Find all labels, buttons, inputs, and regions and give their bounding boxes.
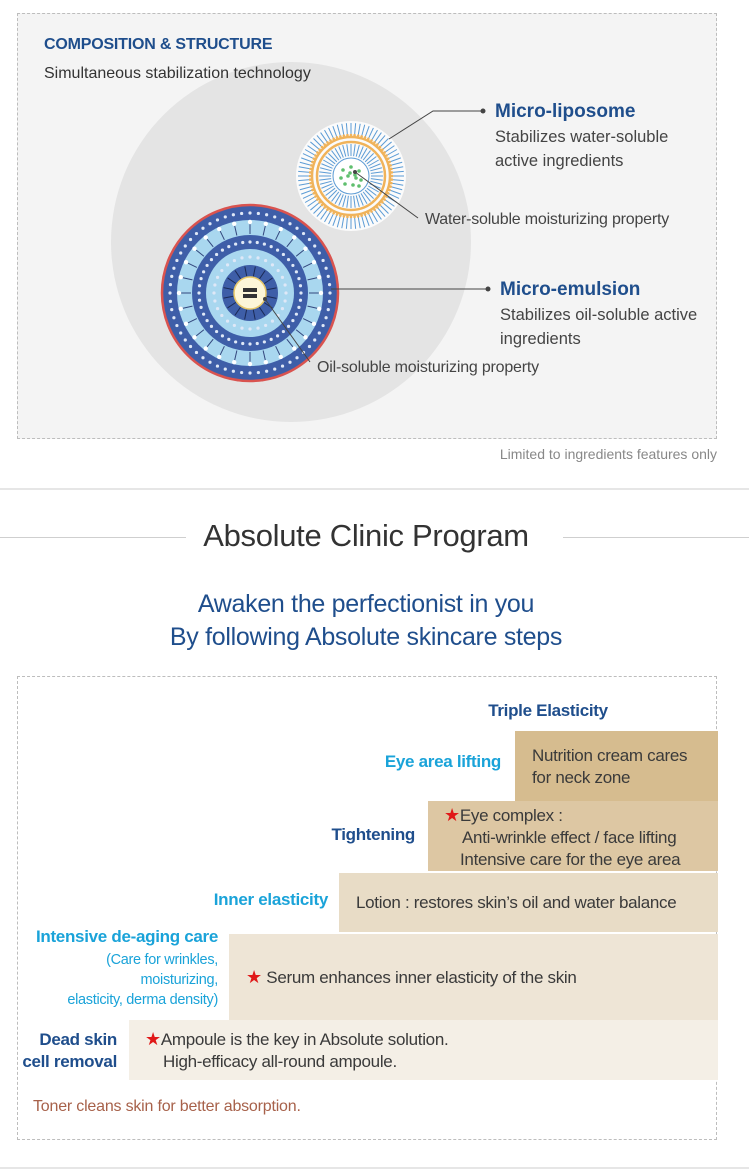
step-text: Intensive care for the eye area [460,850,681,869]
composition-subtitle: Simultaneous stabilization technology [44,65,311,82]
step-text: Ampoule is the key in Absolute solution. [160,1030,449,1049]
step-label-cell-removal: cell removal [22,1052,117,1071]
step-label-eye-area-lifting: Eye area lifting [384,752,501,771]
step-bar-eye-complex: ★Eye complex : Anti-wrinkle effect / fac… [428,801,718,871]
water-soluble-label: Water-soluble moisturizing property [425,211,670,228]
emulsion-description: Stabilizes oil-soluble active ingredient… [500,306,698,348]
triple-elasticity-label: Triple Elasticity [488,701,608,720]
step-label-intensive-de-aging: Intensive de-aging care [35,927,218,946]
step-bar-nutrition-cream: Nutrition cream cares for neck zone [515,731,718,801]
callout-lines [264,110,488,363]
step-label-inner-elasticity: Inner elasticity [213,890,329,909]
step-sublabel-2: moisturizing, [140,972,219,988]
step-text: Anti-wrinkle effect / face lifting [462,828,677,847]
liposome-title: Micro-liposome [495,101,636,122]
emulsion-title: Micro-emulsion [500,279,641,300]
bottom-divider [0,1167,749,1169]
composition-title: COMPOSITION & STRUCTURE [44,36,273,53]
heading-rule-right [563,537,749,538]
micro-liposome-graphic [296,121,406,231]
micro-emulsion-graphic [160,203,340,383]
step-text: Serum enhances inner elasticity of the s… [266,968,577,987]
tagline-line-1: Awaken the perfectionist in you [197,590,535,618]
disclaimer-text: Limited to ingredients features only [499,446,717,462]
toner-step-text: Toner cleans skin for better absorption. [33,1098,301,1115]
program-tagline: Awaken the perfectionist in you By follo… [0,588,732,654]
step-text: Eye complex : [459,806,563,825]
composition-panel: COMPOSITION & STRUCTURE Simultaneous sta… [17,13,717,439]
step-label-tightening: Tightening [331,825,415,844]
section-divider [0,488,749,490]
step-text: for neck zone [532,768,631,787]
step-sublabel-3: elasticity, derma density) [67,992,218,1008]
oil-soluble-label: Oil-soluble moisturizing property [317,359,539,376]
liposome-description: Stabilizes water-soluble active ingredie… [495,128,669,170]
program-title: Absolute Clinic Program [203,518,529,553]
step-sublabel-1: (Care for wrinkles, [106,952,218,968]
step-text: Nutrition cream cares [532,746,688,765]
heading-rule-left [0,537,186,538]
star-icon: ★ [444,805,460,825]
step-bar-serum: ★ Serum enhances inner elasticity of the… [229,934,718,1020]
step-label-dead-skin: Dead skin [39,1030,117,1049]
tagline-line-2: By following Absolute skincare steps [169,623,563,651]
star-icon: ★ [145,1029,161,1049]
skincare-steps-panel: Triple Elasticity Eye area lifting Nutri… [17,676,718,1140]
step-text: Lotion : restores skin’s oil and water b… [356,893,677,912]
step-bar-ampoule: ★Ampoule is the key in Absolute solution… [129,1020,718,1080]
star-icon: ★ [246,967,262,987]
step-text: High-efficacy all-round ampoule. [163,1052,397,1071]
structure-diagram [111,62,491,422]
program-heading: Absolute Clinic Program [0,518,749,558]
step-bar-lotion: Lotion : restores skin’s oil and water b… [339,873,718,932]
